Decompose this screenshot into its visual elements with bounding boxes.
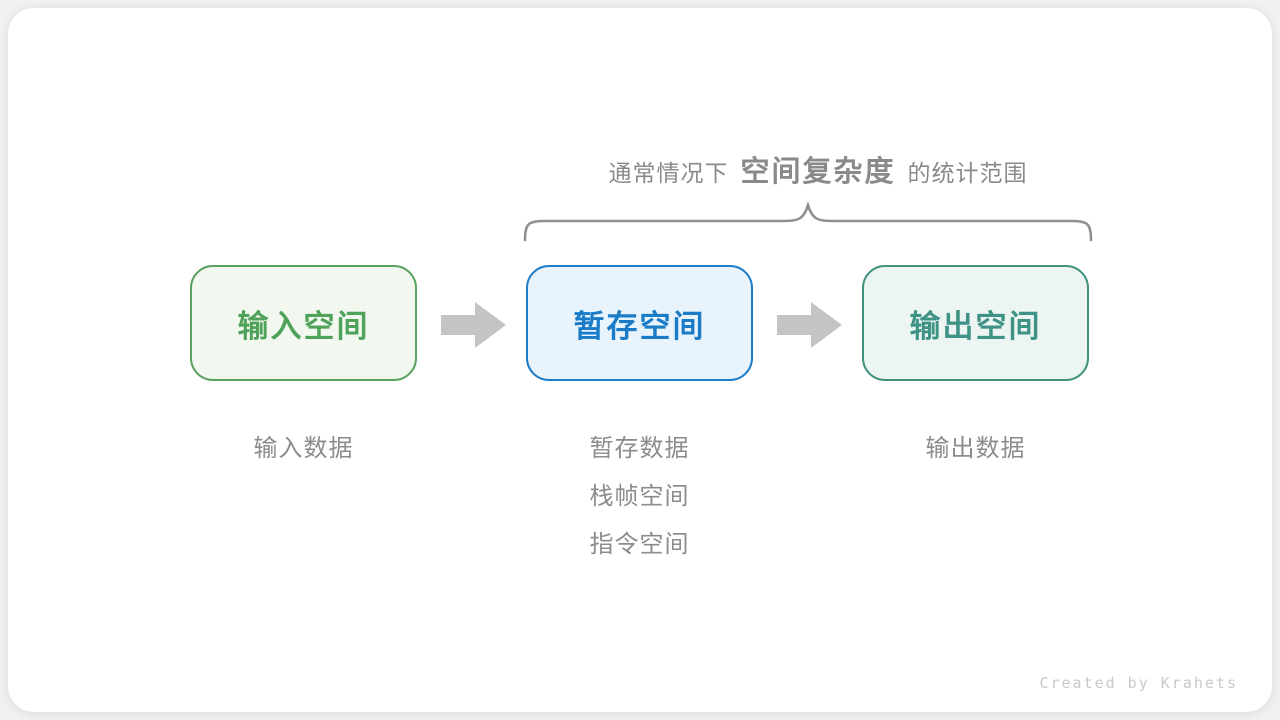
output-notes: 输出数据 — [862, 425, 1089, 473]
note-input-data: 输入数据 — [253, 435, 354, 462]
arrow-right-shape — [777, 302, 842, 348]
input-space-box: 输入空间 — [190, 265, 417, 381]
caption-suffix: 的统计范围 — [907, 160, 1028, 186]
arrow-right-icon — [777, 302, 842, 348]
input-notes: 输入数据 — [190, 425, 417, 473]
input-space-label: 输入空间 — [237, 308, 370, 344]
caption: 通常情况下 空间复杂度 的统计范围 — [428, 148, 1208, 192]
note-instruction-space: 指令空间 — [589, 531, 690, 558]
curly-brace-icon — [523, 202, 1093, 242]
caption-prefix: 通常情况下 — [608, 160, 729, 186]
diagram-card: 通常情况下 空间复杂度 的统计范围 输入空间 暂存空间 输出空间 输入数据 暂存… — [8, 8, 1272, 712]
note-temp-data: 暂存数据 — [589, 435, 690, 462]
temporary-notes: 暂存数据 栈帧空间 指令空间 — [526, 425, 753, 569]
curly-brace-path — [523, 202, 1093, 242]
note-output-data: 输出数据 — [925, 435, 1026, 462]
watermark-credit: Created by Krahets — [1039, 674, 1238, 692]
arrow-right-shape — [441, 302, 506, 348]
temporary-space-box: 暂存空间 — [526, 265, 753, 381]
arrow-right-icon — [441, 302, 506, 348]
output-space-box: 输出空间 — [862, 265, 1089, 381]
output-space-label: 输出空间 — [909, 308, 1042, 344]
caption-highlight: 空间复杂度 — [740, 156, 896, 188]
note-stack-frame-space: 栈帧空间 — [589, 483, 690, 510]
temporary-space-label: 暂存空间 — [573, 308, 706, 344]
